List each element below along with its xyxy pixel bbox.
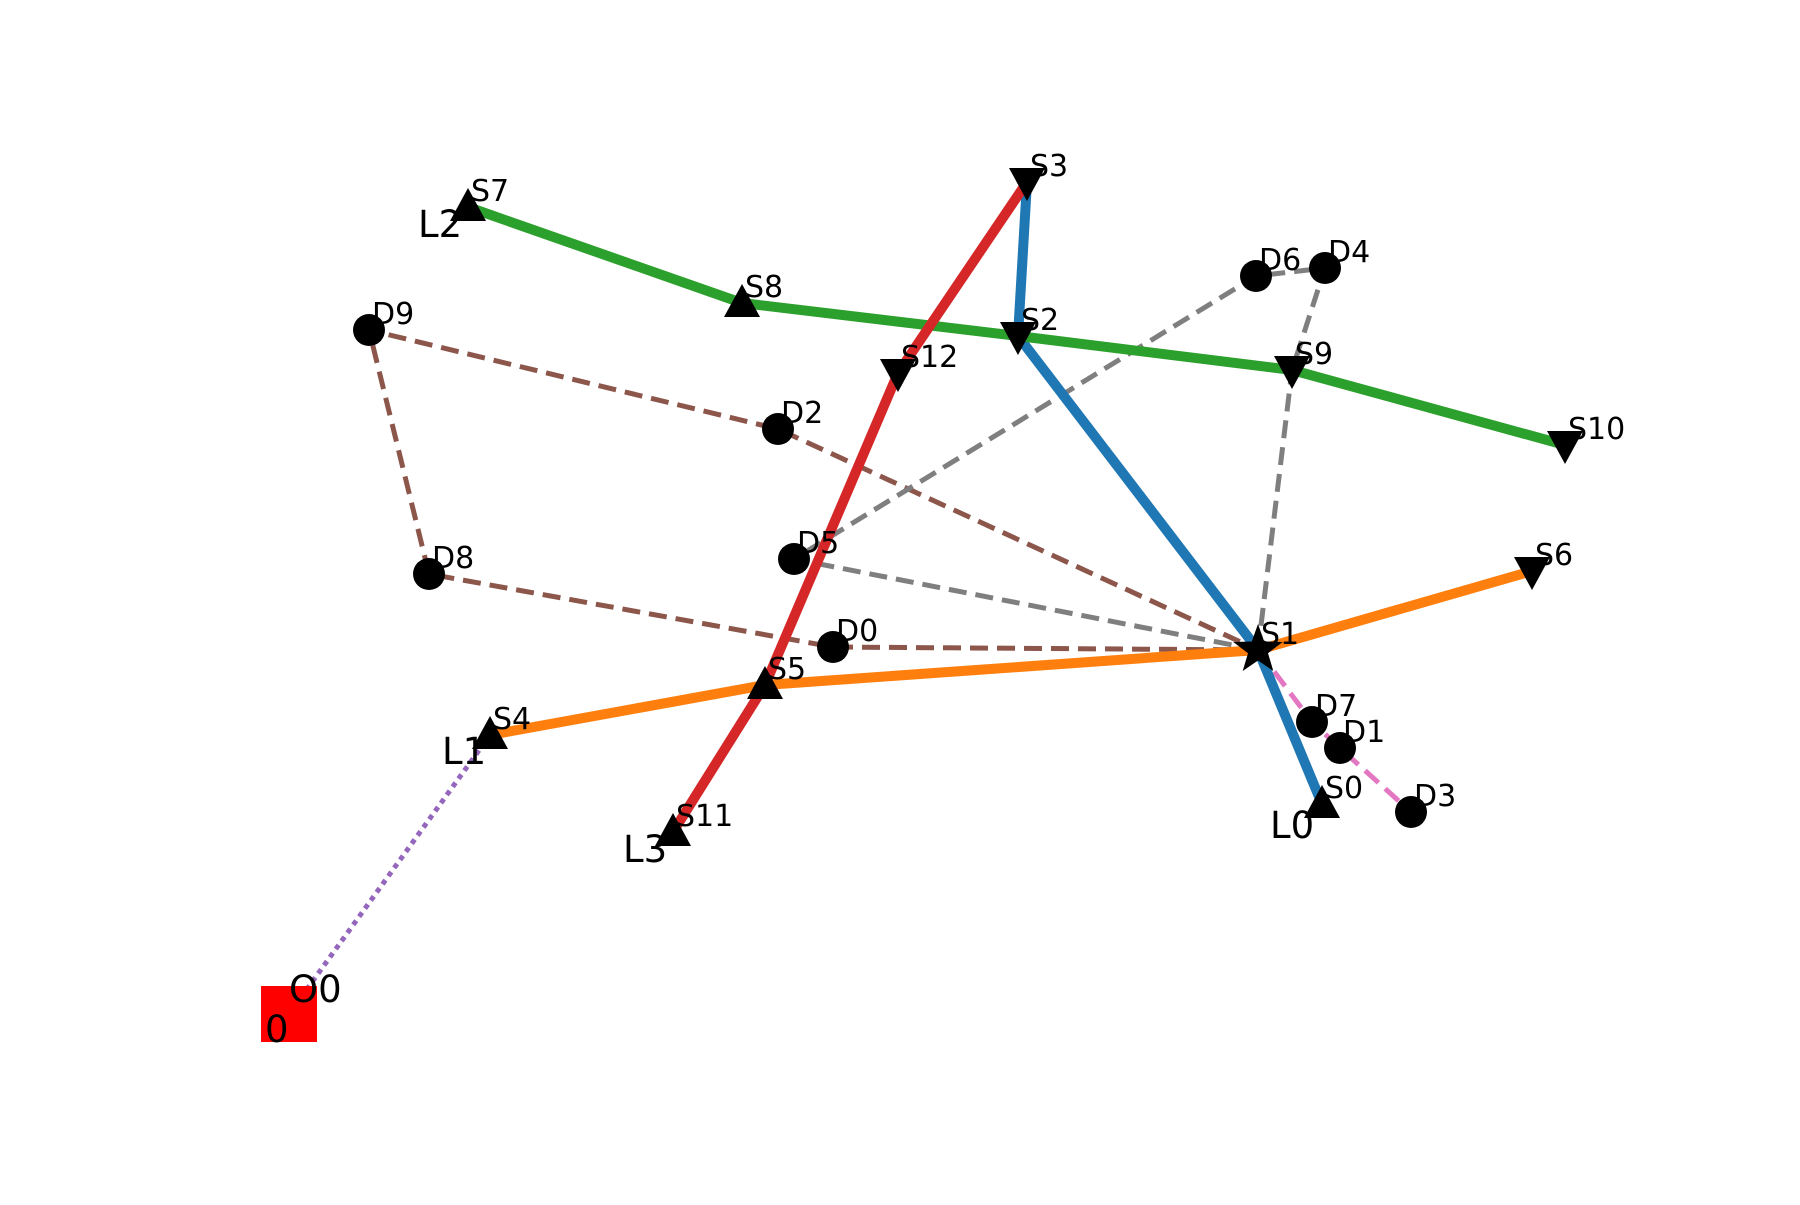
stop-label-s7: S7	[471, 174, 509, 209]
demand-link-0	[1256, 648, 1413, 814]
labels-layer: S0S1S2S3S4S5S6S7S8S9S10S11S12D0D1D2D3D4D…	[265, 149, 1625, 1051]
stop-label-s3: S3	[1030, 149, 1068, 184]
route-o0	[286, 733, 493, 1016]
line-label-l2: L2	[418, 203, 462, 246]
node-s4	[472, 716, 508, 749]
stop-label-d0: D0	[836, 614, 878, 649]
node-s1	[1233, 624, 1283, 671]
node-s7	[450, 188, 486, 221]
node-d6	[1240, 260, 1272, 292]
stop-label-s9: S9	[1295, 337, 1333, 372]
stop-label-s11: S11	[676, 799, 733, 834]
demand-link-1	[366, 327, 1260, 653]
stop-label-s10: S10	[1568, 412, 1625, 447]
route-l0	[1013, 177, 1327, 809]
stop-label-d5: D5	[797, 526, 839, 561]
stop-label-s2: S2	[1021, 303, 1059, 338]
node-s0	[1304, 785, 1340, 818]
stop-label-d3: D3	[1414, 779, 1456, 814]
stop-label-d9: D9	[372, 297, 414, 332]
stop-label-s5: S5	[768, 652, 806, 687]
route-l1	[485, 566, 1537, 740]
node-d8	[413, 558, 445, 590]
node-s8	[724, 284, 760, 317]
node-d0	[817, 631, 849, 663]
node-d7	[1296, 706, 1328, 738]
nodes-layer	[261, 168, 1583, 1042]
node-s2	[1000, 322, 1036, 355]
stop-label-d1: D1	[1343, 715, 1385, 750]
stop-label-s4: S4	[493, 702, 531, 737]
line-label-l1: L1	[442, 730, 486, 773]
stop-label-s8: S8	[745, 270, 783, 305]
node-s11	[655, 813, 691, 846]
node-s6	[1514, 557, 1550, 590]
routes-layer	[286, 177, 1570, 1016]
demand-link-2	[791, 265, 1328, 653]
node-d4	[1309, 252, 1341, 284]
node-d1	[1324, 732, 1356, 764]
route-l3	[668, 177, 1032, 837]
stop-label-d8: D8	[432, 541, 474, 576]
stop-label-s12: S12	[901, 340, 958, 375]
stop-label-d4: D4	[1328, 235, 1370, 270]
node-s12	[880, 359, 916, 392]
line-label-l0: L0	[1270, 804, 1314, 847]
node-d5	[778, 543, 810, 575]
node-s10	[1547, 431, 1583, 464]
stop-label-d6: D6	[1259, 243, 1301, 278]
stop-label-s0: S0	[1325, 771, 1363, 806]
node-s9	[1274, 356, 1310, 389]
stop-label-d2: D2	[781, 396, 823, 431]
node-s5	[747, 666, 783, 699]
node-d2	[762, 413, 794, 445]
node-d9	[353, 314, 385, 346]
node-s3	[1009, 168, 1045, 201]
stop-label-s6: S6	[1535, 538, 1573, 573]
line-label-l3: L3	[623, 828, 667, 871]
stop-label-d7: D7	[1315, 689, 1357, 724]
stop-label-s1: S1	[1261, 617, 1299, 652]
line-label-0: 0	[265, 1008, 289, 1051]
node-d3	[1395, 796, 1427, 828]
node-o0	[261, 986, 317, 1042]
line-label-o0: O0	[289, 968, 342, 1011]
